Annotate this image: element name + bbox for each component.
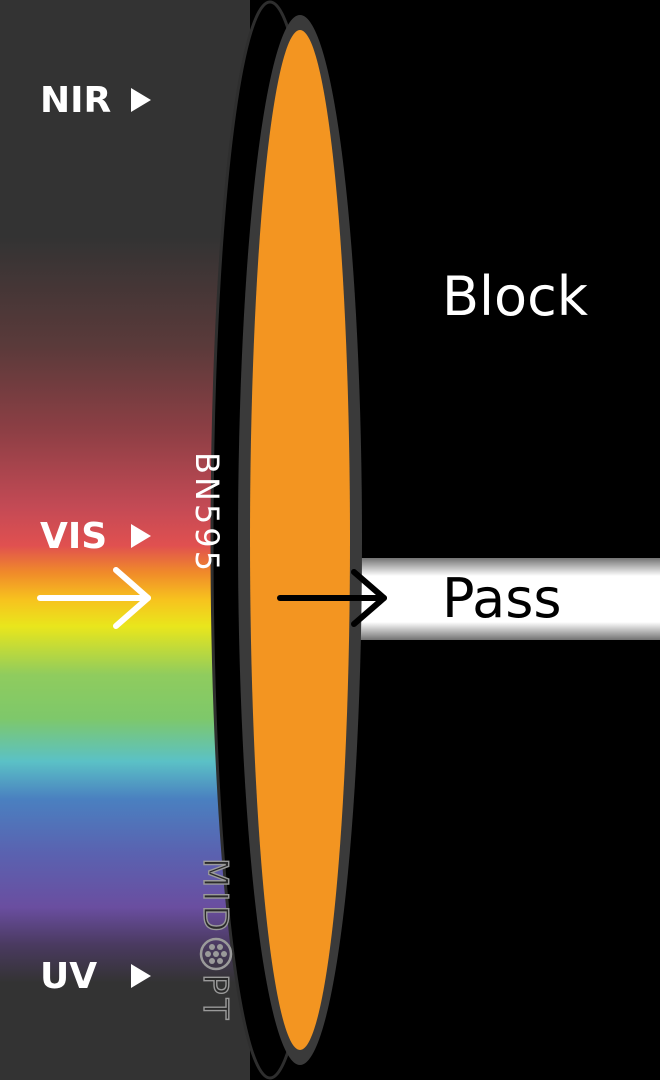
filter-model-label: BN595 xyxy=(188,452,226,574)
uv-triangle-right-icon xyxy=(131,964,151,988)
lens-dots-icon xyxy=(199,937,233,971)
uv-label: UV xyxy=(40,956,97,997)
incoming-arrow-right-icon xyxy=(37,567,151,629)
nir-label: NIR xyxy=(40,80,111,121)
brand-logo: MID PT xyxy=(194,857,235,1024)
filter-ring xyxy=(210,0,362,1080)
brand-logo-left: MID xyxy=(195,858,235,936)
left-spectrum-background xyxy=(0,0,250,1080)
brand-logo-right: PT xyxy=(195,974,235,1023)
nir-triangle-right-icon xyxy=(131,88,151,112)
vis-triangle-right-icon xyxy=(131,524,151,548)
vis-label: VIS xyxy=(40,516,107,557)
filter-lens xyxy=(250,30,350,1050)
pass-label: Pass xyxy=(442,567,562,630)
block-label: Block xyxy=(442,265,589,328)
passing-arrow-right-icon xyxy=(277,569,387,627)
